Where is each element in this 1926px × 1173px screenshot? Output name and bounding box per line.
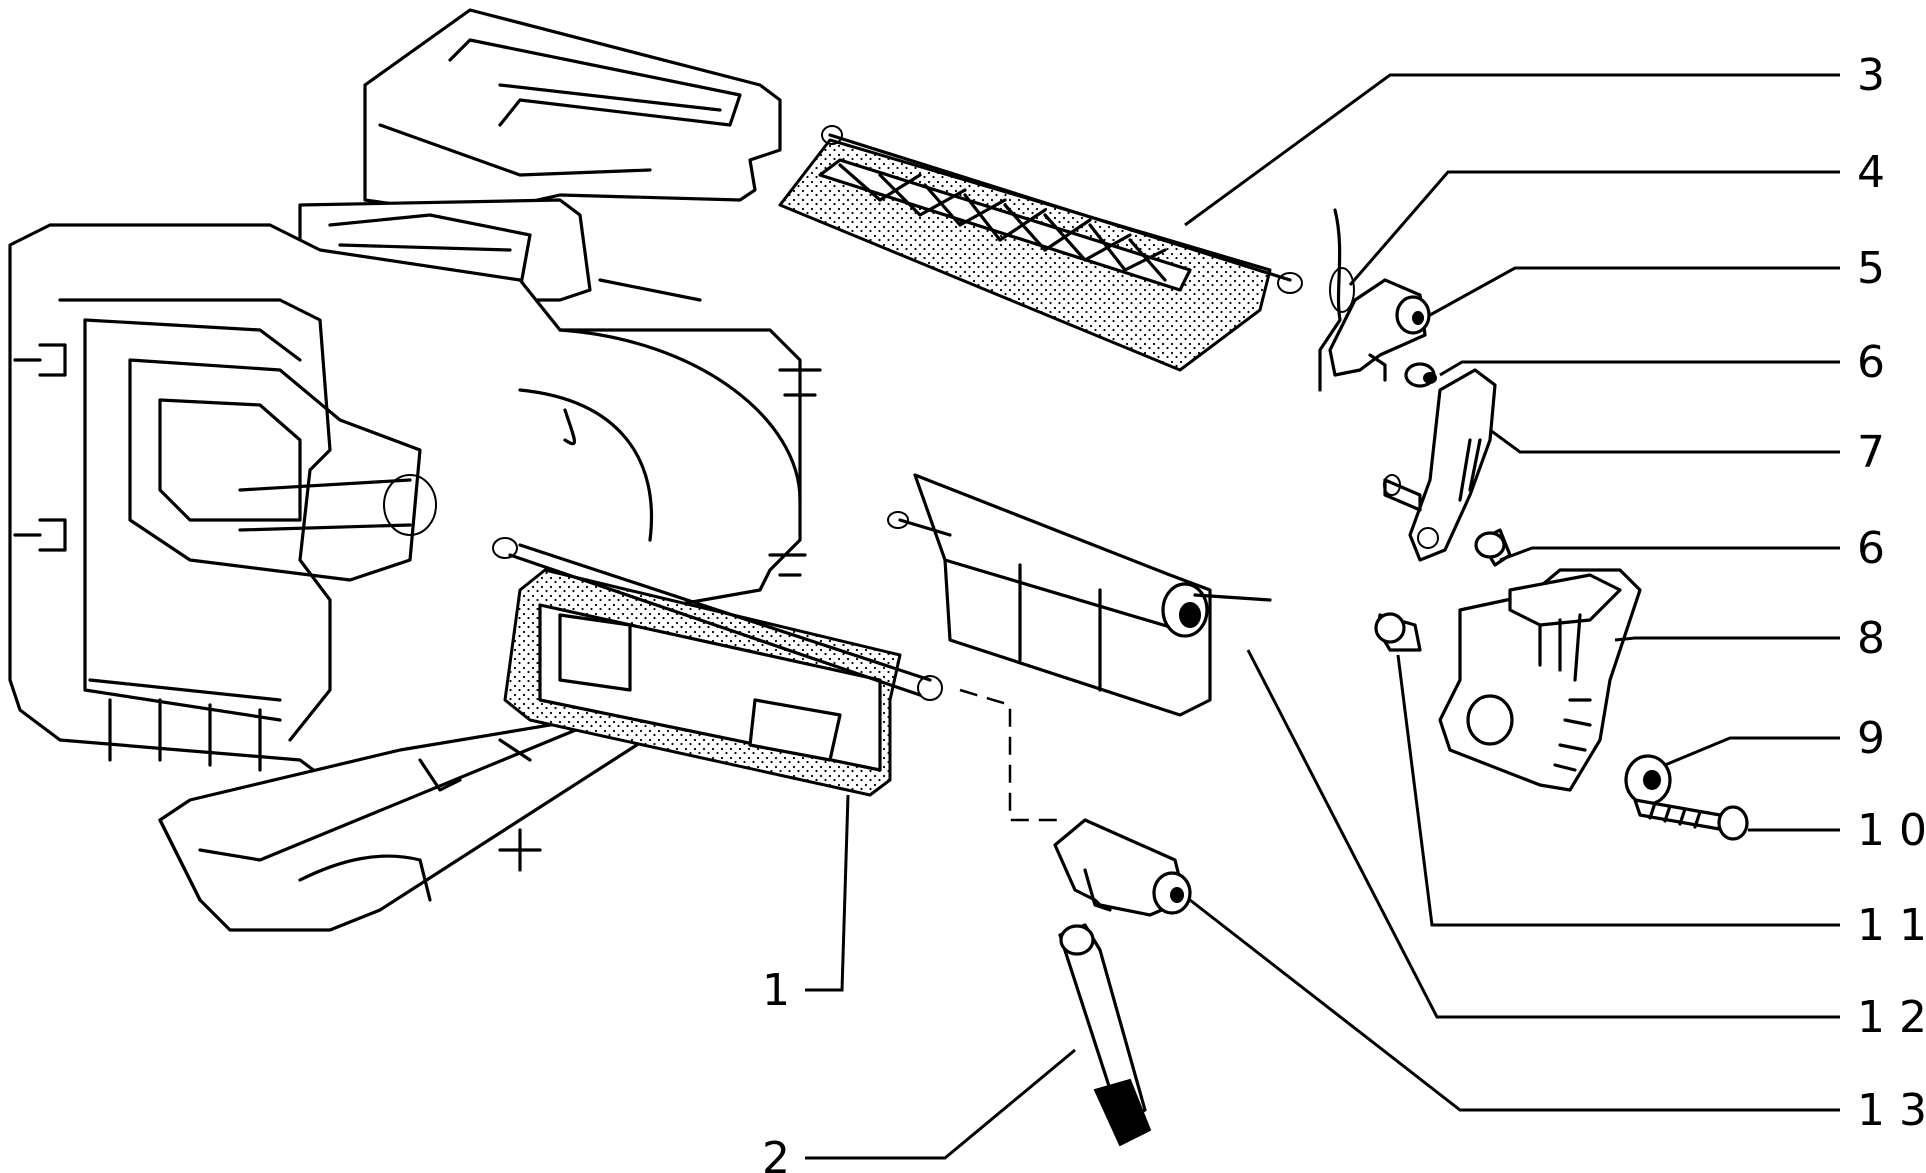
callout-9: 9: [1857, 713, 1885, 764]
leader-13: [1189, 898, 1840, 1112]
part-3-grille-flap: [778, 125, 1303, 372]
leader-9: [1664, 736, 1840, 767]
part-12-door: [887, 473, 1272, 717]
part-5-cam: [1328, 278, 1431, 382]
leader-lines: [805, 73, 1840, 1160]
callout-5: 5: [1857, 243, 1885, 294]
part-9-washer: [1624, 754, 1672, 806]
part-8-control-plate: [1438, 568, 1642, 792]
callout-6-lower: 6: [1857, 523, 1885, 574]
leader-8: [1614, 636, 1840, 642]
leader-4: [1348, 170, 1840, 286]
callout-12: 12: [1857, 992, 1926, 1043]
callout-6-upper: 6: [1857, 337, 1885, 388]
callout-13: 13: [1857, 1085, 1926, 1136]
callout-11: 11: [1857, 900, 1926, 951]
part-2-lever: [1058, 923, 1152, 1147]
leader-6-lower: [1499, 546, 1840, 562]
callout-4: 4: [1857, 147, 1885, 198]
part-6-bushing-lower: [1474, 528, 1512, 567]
part-4-spring: [1318, 208, 1355, 392]
leader-7: [1489, 428, 1840, 454]
part-10-screw: [1633, 798, 1749, 841]
assembly-guide-line: [959, 688, 1060, 822]
leader-1: [805, 794, 850, 992]
part-13-bracket: [1053, 818, 1192, 917]
part-7-lever-arm: [1383, 368, 1497, 562]
part-1-flap: [492, 537, 943, 797]
leader-11: [1396, 654, 1840, 927]
callout-8: 8: [1857, 613, 1885, 664]
callout-1: 1: [762, 965, 790, 1016]
heater-housing: [8, 8, 822, 932]
part-11-pin: [1374, 612, 1422, 652]
callout-3: 3: [1857, 50, 1885, 101]
callout-2: 2: [762, 1133, 790, 1173]
leader-12: [1246, 649, 1840, 1019]
callout-numbers: 1 2 3 4 5 6 7 6 8 9 10 11 12 13: [762, 50, 1926, 1173]
part-6-bushing-upper: [1404, 362, 1437, 388]
callout-10: 10: [1857, 805, 1926, 856]
leader-6-upper: [1439, 360, 1840, 377]
callout-7: 7: [1857, 427, 1885, 478]
leader-2: [805, 1048, 1076, 1160]
leader-3: [1184, 73, 1840, 227]
leader-5: [1429, 266, 1840, 317]
